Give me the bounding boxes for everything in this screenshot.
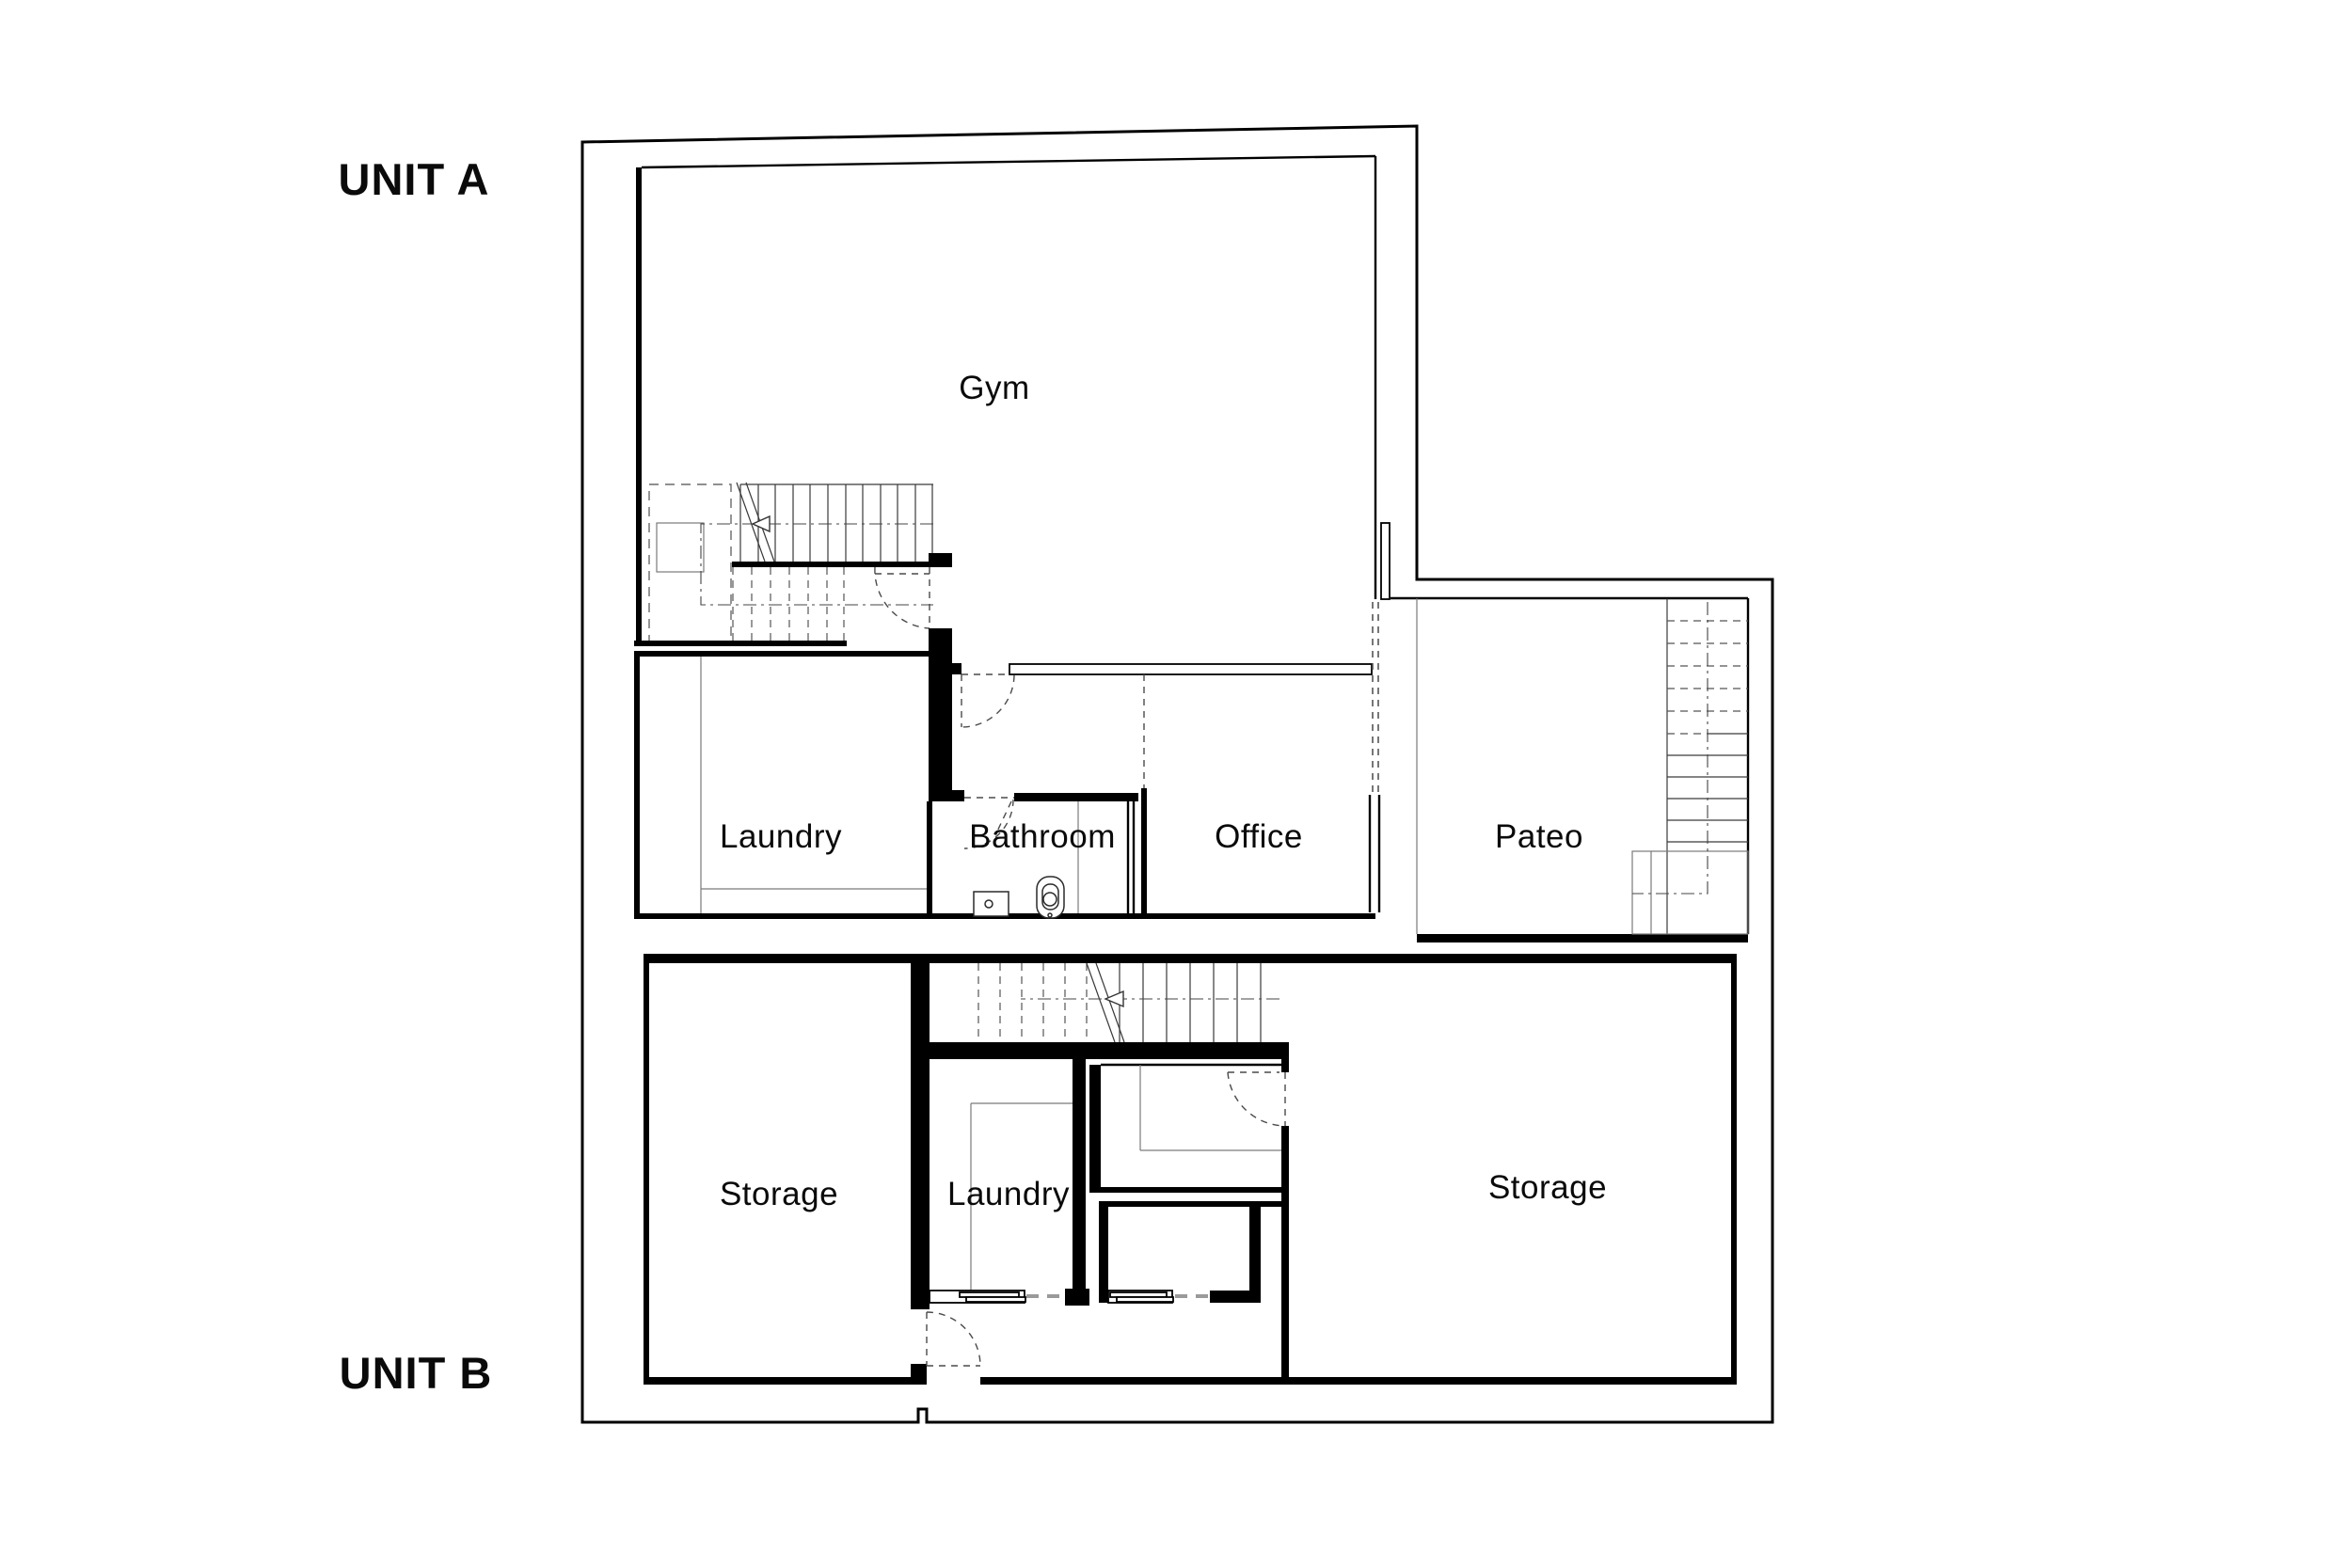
sink <box>973 891 1009 917</box>
storage-laundry-shared-wall <box>911 954 930 1309</box>
hall-left-wall <box>929 628 952 801</box>
small-room-lower <box>1099 1201 1281 1304</box>
office-door-jamb <box>952 663 961 674</box>
small-room-upper-left-wall <box>1089 1065 1101 1192</box>
bathroom-top-wall <box>1014 793 1138 801</box>
laundry-b-label: Laundry <box>947 1176 1070 1212</box>
stair-void-dashed <box>648 483 732 643</box>
toilet <box>1036 876 1065 919</box>
office-left-lower-wall <box>1141 788 1147 913</box>
laundry-b-sliding-door <box>929 1290 1026 1304</box>
unit-b-top-wall <box>644 954 1737 963</box>
pateo-area <box>1391 596 1750 942</box>
office-right-wall <box>1368 795 1381 912</box>
stair-direction-arrow <box>751 515 771 533</box>
small-room-upper-bottom-wall <box>1089 1187 1289 1193</box>
pateo-bottom-wall <box>1417 934 1748 942</box>
stair-b-upper-treads <box>977 963 1088 1042</box>
corridor-exit-door <box>926 1311 981 1367</box>
storage-right-label: Storage <box>1488 1169 1607 1206</box>
bathroom-right-wall <box>1126 801 1136 913</box>
small-room-lower-right-wall <box>1249 1201 1261 1303</box>
unit-b-bottom-wall-left <box>644 1377 927 1385</box>
gym-left-wall <box>636 167 642 643</box>
bathroom-door-jamb <box>952 790 964 801</box>
hall-door <box>874 566 930 629</box>
small-room-upper <box>1089 1059 1289 1379</box>
laundry-b-jamb-block <box>1065 1289 1089 1306</box>
office-room <box>961 602 1381 912</box>
exit-door-jamb <box>911 1364 927 1385</box>
bathroom-room <box>963 788 1147 919</box>
bathroom-door <box>963 797 1014 849</box>
unit-a-label: UNIT A <box>339 154 490 204</box>
pateo-label: Pateo <box>1495 818 1583 855</box>
bathroom-label: Bathroom <box>969 818 1116 855</box>
building-outline <box>580 124 1774 1424</box>
laundry-b-room <box>929 1059 1089 1306</box>
storage-right-west-wall <box>1281 1126 1289 1379</box>
pateo-stair-walk-line <box>1632 602 1708 895</box>
staircase-unit-a <box>634 482 952 646</box>
small-room-lower-top-wall <box>1099 1201 1281 1207</box>
small-room-lower-left-wall <box>1099 1201 1108 1303</box>
storage-right-door <box>1227 1071 1286 1127</box>
stair-door-jamb <box>929 553 952 567</box>
storage-left-west-wall <box>644 954 649 1385</box>
stair-block-bottom-wall <box>634 641 847 646</box>
office-top-wall <box>1009 663 1373 675</box>
laundry-a-label: Laundry <box>720 818 842 855</box>
staircase-unit-b <box>917 962 1289 1059</box>
storage-left-label: Storage <box>720 1176 838 1212</box>
stair-b-direction-arrow <box>1104 990 1124 1008</box>
stair-walk-line <box>700 523 933 606</box>
small-room-upper-interior-lines <box>1139 1065 1281 1151</box>
unit-b-bottom-wall-right <box>980 1377 1737 1385</box>
gym-top-wall <box>641 154 1376 169</box>
storage-right-east-wall <box>1731 954 1737 1385</box>
unit-b-label: UNIT B <box>340 1348 493 1398</box>
laundry-b-right-wall <box>1073 1059 1086 1291</box>
labels: UNIT A UNIT B Gym Laundry Bathroom Offic… <box>339 154 1607 1398</box>
office-door <box>961 673 1015 728</box>
small-room-sliding-door <box>1107 1290 1174 1304</box>
sliding-wall-segment <box>1210 1291 1249 1303</box>
stair-bottom-wall <box>732 562 931 567</box>
stair-hidden-treads <box>732 567 845 641</box>
pateo-staircase <box>1631 598 1749 935</box>
storage-right-west-wall-top <box>1281 1059 1289 1072</box>
glazing-dashed-wall <box>1372 602 1379 793</box>
gym-wall-stub <box>1380 522 1391 600</box>
stair-void-inner-rect <box>656 522 705 573</box>
pateo-landing <box>1631 850 1749 935</box>
gym-label: Gym <box>959 370 1029 406</box>
stair-b-bottom-wall <box>917 1042 1289 1059</box>
gym-room <box>636 154 1391 643</box>
office-label: Office <box>1215 818 1303 855</box>
